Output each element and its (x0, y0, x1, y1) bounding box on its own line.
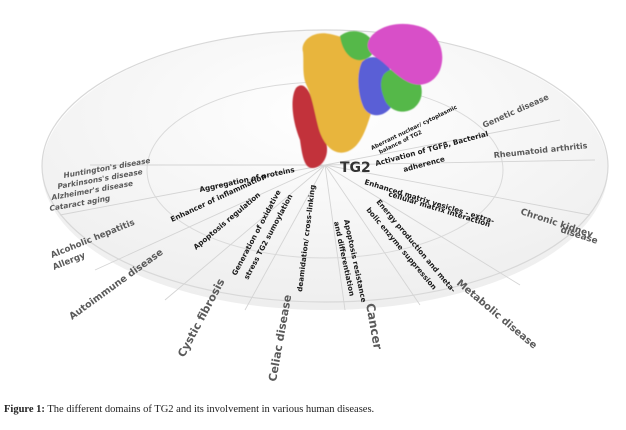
disease-metabolic: Metabolic disease (454, 278, 539, 352)
caption-text: The different domains of TG2 and its inv… (44, 404, 375, 415)
center-label: TG2 (340, 160, 371, 176)
green-domain-top (340, 31, 375, 61)
spokes (59, 119, 596, 311)
figure-caption: Figure 1: The different domains of TG2 a… (4, 404, 619, 415)
tg2-protein-structure (292, 23, 443, 168)
outer-disc (42, 30, 608, 310)
tg2-diagram: TG2 Aggregation of proteins Enhancer of … (41, 23, 609, 383)
outer-disc-rim (41, 29, 609, 303)
red-domain (292, 85, 328, 168)
yellow-domain (302, 33, 375, 153)
disease-cancer: Cancer (363, 302, 385, 350)
magenta-domain (367, 23, 443, 85)
caption-label: Figure 1: (4, 404, 45, 415)
